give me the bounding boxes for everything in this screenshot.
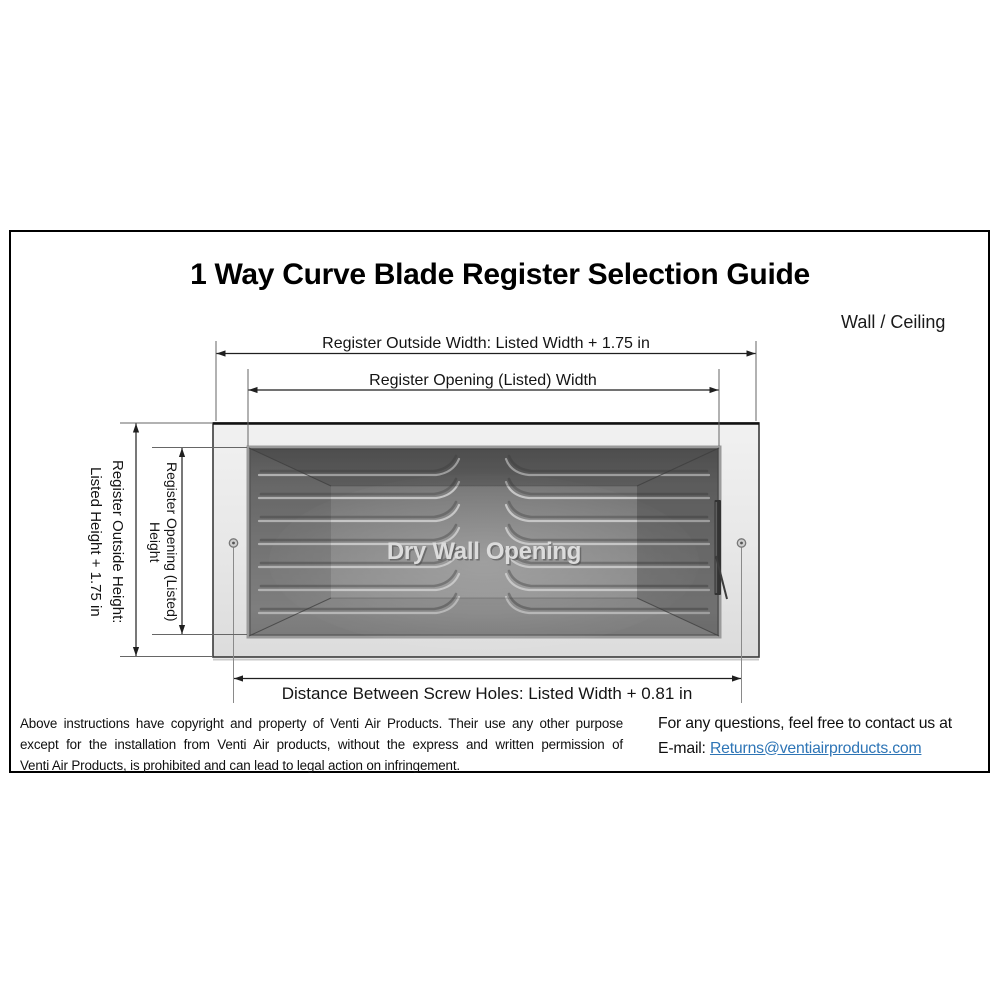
louver-blade bbox=[507, 592, 709, 611]
copyright-line: except for the installation from Venti A… bbox=[20, 737, 623, 752]
louver-blade bbox=[504, 549, 711, 569]
louver-right-column bbox=[504, 454, 711, 615]
louver-blade bbox=[257, 572, 461, 592]
louver-left-column bbox=[257, 454, 461, 615]
dim-outside-height bbox=[120, 422, 212, 657]
louver-blade bbox=[507, 477, 709, 496]
louver-blade bbox=[504, 595, 711, 615]
louver-blade bbox=[259, 546, 458, 565]
louver-blade bbox=[504, 503, 711, 523]
dim-label-outside-height-line1: Register Outside Height: bbox=[109, 460, 126, 624]
louver-blade bbox=[257, 595, 461, 615]
figure-border bbox=[9, 230, 990, 773]
dim-label-opening-height: Register Opening (Listed) Height bbox=[146, 449, 180, 635]
louver-blade bbox=[259, 500, 458, 519]
louver-blade bbox=[259, 523, 458, 542]
louver-blade bbox=[507, 546, 709, 565]
louver-blade bbox=[257, 480, 461, 500]
copyright-line: Venti Air Products, is prohibited and ca… bbox=[20, 758, 460, 773]
louver-blade bbox=[504, 526, 711, 546]
screw-hole-left bbox=[228, 538, 239, 548]
email-link[interactable]: Returns@ventiairproducts.com bbox=[709, 739, 922, 757]
dim-label-outside-width: Register Outside Width: Listed Width + 1… bbox=[322, 335, 650, 352]
register-opening: Dry Wall Opening Dry Wall Opening bbox=[246, 445, 728, 650]
contact-line: For any questions, feel free to contact … bbox=[658, 715, 952, 732]
louver-blade bbox=[507, 500, 709, 519]
dim-label-opening-height-line1: Register Opening (Listed) bbox=[164, 462, 180, 622]
contact-email-line: E-mail: Returns@ventiairproducts.com bbox=[658, 737, 952, 762]
page-title: 1 Way Curve Blade Register Selection Gui… bbox=[190, 258, 810, 291]
louver-blade bbox=[259, 454, 458, 473]
louver-blade bbox=[507, 454, 709, 473]
louver-blade bbox=[259, 477, 458, 496]
louver-blade bbox=[257, 549, 461, 569]
interior-perspective-shading bbox=[248, 447, 720, 637]
louver-blade bbox=[504, 572, 711, 592]
drywall-opening-label-shadow: Dry Wall Opening bbox=[388, 540, 582, 567]
louver-blade bbox=[257, 526, 461, 546]
dim-label-outside-height-line2: Listed Height + 1.75 in bbox=[87, 467, 104, 617]
email-prefix-label: E-mail: bbox=[658, 739, 706, 757]
copyright-notice: Above instructions have copyright and pr… bbox=[20, 713, 623, 776]
louver-blade bbox=[504, 457, 711, 477]
dim-opening-height bbox=[152, 447, 247, 635]
louver-blade bbox=[259, 592, 458, 611]
louver-blade bbox=[257, 503, 461, 523]
dim-label-outside-height: Register Outside Height: Listed Height +… bbox=[84, 427, 128, 657]
dim-opening-width bbox=[247, 369, 720, 446]
louver-blade bbox=[257, 457, 461, 477]
copyright-line: Above instructions have copyright and pr… bbox=[20, 716, 623, 731]
contact-block: For any questions, feel free to contact … bbox=[658, 712, 952, 761]
orientation-label: Wall / Ceiling bbox=[841, 312, 946, 332]
dim-label-screw-distance: Distance Between Screw Holes: Listed Wid… bbox=[281, 684, 693, 703]
dim-label-opening-height-line2: Height bbox=[147, 521, 163, 563]
dim-outside-width bbox=[215, 341, 757, 421]
louver-blade bbox=[507, 569, 709, 588]
screw-hole-right bbox=[736, 538, 747, 548]
dim-label-opening-width: Register Opening (Listed) Width bbox=[369, 372, 597, 389]
damper-handle bbox=[714, 500, 728, 600]
louver-blade bbox=[259, 569, 458, 588]
drywall-opening-label: Dry Wall Opening bbox=[387, 538, 581, 565]
louver-blade bbox=[507, 523, 709, 542]
louver-blade bbox=[504, 480, 711, 500]
